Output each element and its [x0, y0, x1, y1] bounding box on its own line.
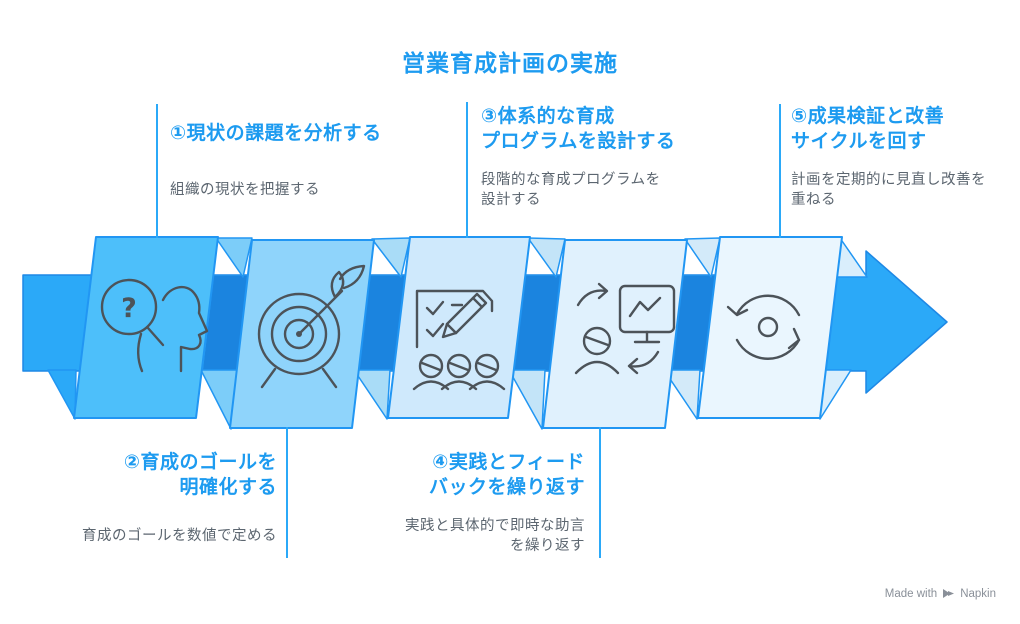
target-dart-icon	[257, 264, 366, 389]
step-4-description: 実践と具体的で即時な助言 を繰り返す	[405, 518, 585, 554]
step-5-block: ⑤成果検証と改善 サイクルを回す 計画を定期的に見直し改善を 重ねる	[791, 104, 1020, 210]
step-5-title: ⑤成果検証と改善 サイクルを回す	[791, 106, 945, 152]
page-title: 営業育成計画の実施	[402, 50, 618, 76]
practice-feedback-icon	[574, 282, 676, 375]
step-2-block: ②育成のゴールを 明確化する 育成のゴールを数値で定める	[17, 450, 277, 546]
step-3-block: ③体系的な育成 プログラムを設計する 段階的な育成プログラムを 設計する	[481, 104, 731, 210]
step-5-panel	[697, 236, 843, 419]
ribbon-fold	[353, 369, 391, 420]
checklist-pencil-team-icon	[412, 289, 506, 391]
step-3-panel	[387, 236, 531, 419]
step-3-description: 段階的な育成プログラムを 設計する	[481, 172, 661, 208]
credit-prefix: Made with	[884, 587, 938, 600]
ribbon-fold	[47, 369, 77, 420]
step-2-description: 育成のゴールを数値で定める	[82, 528, 277, 544]
ribbon-fold	[508, 369, 546, 430]
head-search-icon: ?	[100, 278, 209, 373]
step-4-block: ④実践とフィード バックを繰り返す 実践と具体的で即時な助言 を繰り返す	[325, 450, 585, 556]
ribbon-fold	[663, 369, 701, 420]
napkin-credit-badge[interactable]: Made with Napkin	[885, 587, 996, 600]
napkin-logo-icon	[943, 589, 955, 598]
credit-brand: Napkin	[960, 587, 996, 600]
ribbon-fold	[527, 237, 566, 278]
step-4-title: ④実践とフィード バックを繰り返す	[428, 452, 585, 498]
ribbon-fold	[215, 237, 253, 278]
step-1-title: ①現状の課題を分析する	[170, 123, 382, 144]
cycle-refresh-icon	[726, 294, 801, 360]
step-2-title: ②育成のゴールを 明確化する	[123, 452, 277, 498]
ribbon-fold	[371, 237, 411, 278]
step-1-description: 組織の現状を把握する	[170, 182, 320, 198]
svg-text:?: ?	[121, 293, 137, 324]
arrow-band-shadow	[355, 276, 408, 370]
ribbon-fold	[684, 237, 721, 278]
step-4-panel	[542, 239, 688, 429]
step-3-title: ③体系的な育成 プログラムを設計する	[481, 106, 676, 152]
step-1-block: ①現状の課題を分析する 組織の現状を把握する	[170, 121, 430, 200]
step-5-description: 計画を定期的に見直し改善を 重ねる	[791, 172, 986, 208]
arrow-band-shadow	[203, 276, 250, 370]
